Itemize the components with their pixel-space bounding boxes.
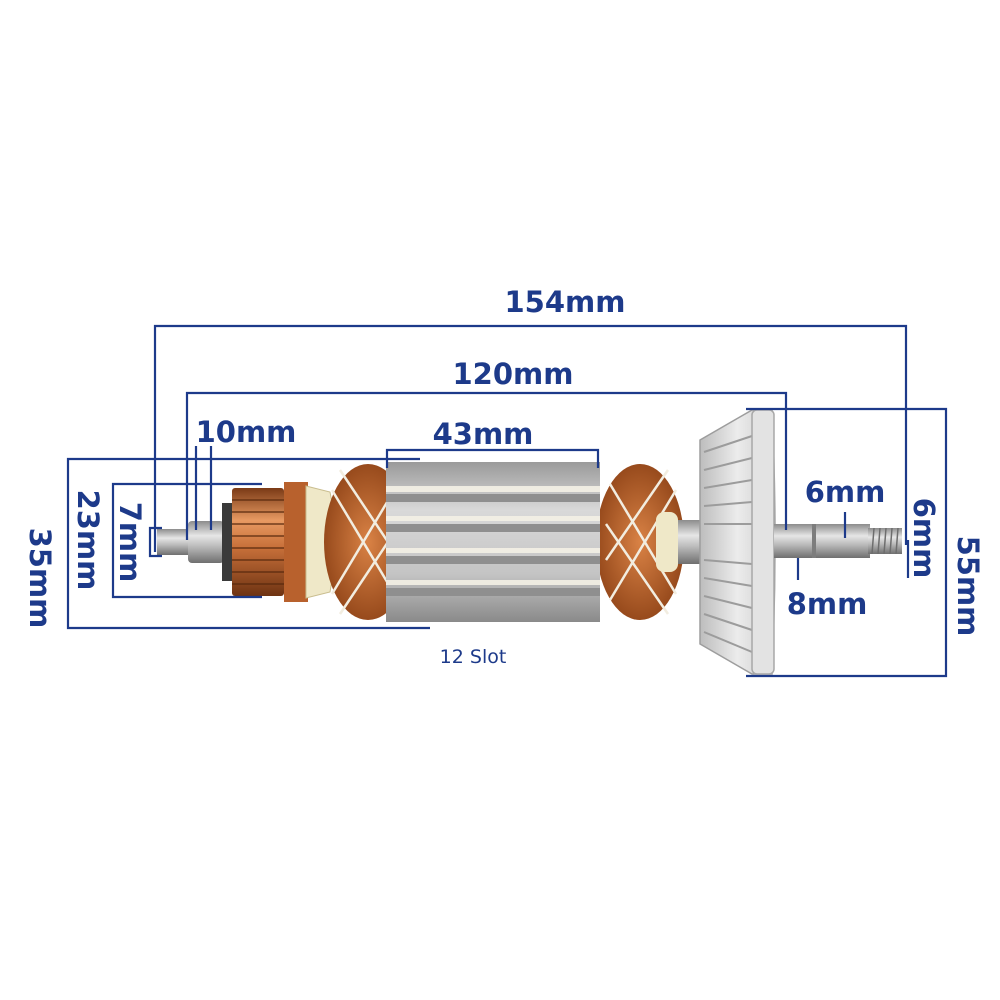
label-8mm: 8mm: [787, 587, 868, 621]
armature-body: [157, 409, 902, 675]
output-shaft: [774, 524, 870, 558]
left-shaft-collar: [188, 521, 224, 563]
dim-154-line: [153, 324, 908, 552]
right-winding-ties: [604, 469, 678, 615]
label-154mm: 154mm: [505, 285, 626, 319]
right-winding: [596, 464, 684, 620]
label-120mm: 120mm: [453, 357, 574, 391]
right-insulation: [656, 512, 678, 572]
dim-23-line: [111, 482, 262, 599]
label-55mm: 55mm: [951, 536, 985, 637]
commutator: [232, 488, 284, 596]
dimension-labels: 154mm 120mm 43mm 10mm 7mm 23mm 35mm 55mm…: [23, 285, 985, 668]
label-6mm-dia: 6mm: [907, 498, 941, 579]
right-shaft-knurl: [678, 520, 702, 564]
stack-slots: [386, 494, 600, 596]
label-12-slot: 12 Slot: [440, 646, 507, 668]
fan-blades: [703, 435, 753, 653]
label-43mm: 43mm: [433, 417, 534, 451]
dim-7-line: [148, 526, 162, 558]
commutator-ring: [222, 503, 232, 581]
stack-slot-insulation: [386, 486, 600, 585]
thread-lines: [871, 527, 899, 555]
label-7mm: 7mm: [113, 502, 147, 583]
commutator-bars: [232, 499, 284, 585]
dim-55-line: [746, 407, 948, 678]
commutator-risers: [284, 482, 308, 602]
dim-120-line: [185, 391, 788, 540]
label-23mm: 23mm: [71, 490, 105, 591]
dim-35-line: [66, 457, 430, 630]
shaft-groove: [812, 524, 816, 558]
dimension-lines: [66, 324, 948, 678]
fan-rim: [751, 409, 775, 675]
label-10mm: 10mm: [196, 415, 297, 449]
label-35mm: 35mm: [23, 528, 57, 629]
label-6mm-length: 6mm: [805, 475, 886, 509]
